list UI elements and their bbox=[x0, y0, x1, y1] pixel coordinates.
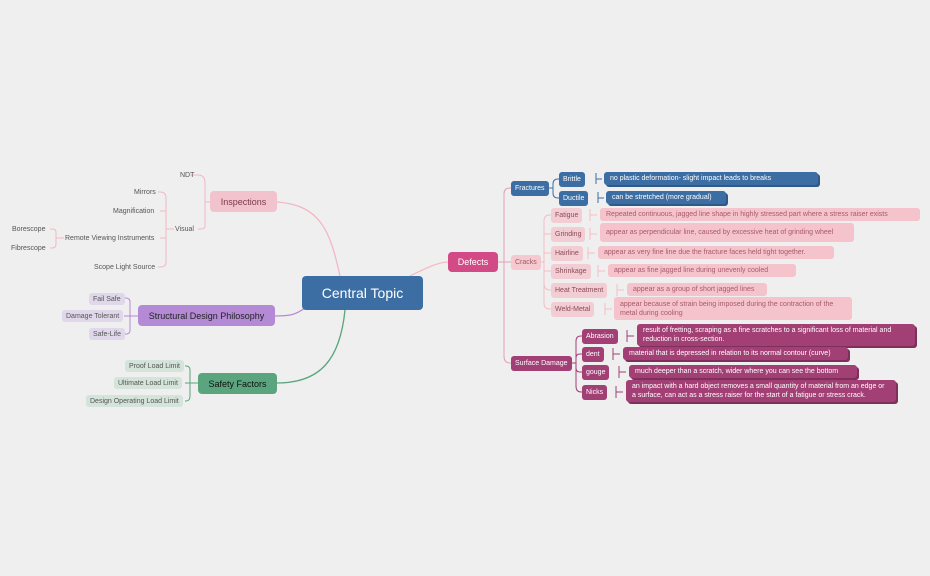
gouge-node[interactable]: gouge bbox=[582, 365, 610, 380]
fatigue-note[interactable]: Repeated continuous, jagged line shape i… bbox=[600, 208, 920, 221]
fractures-node[interactable]: Fractures bbox=[511, 181, 549, 196]
abrasion-note[interactable]: result of fretting, scraping as a fine s… bbox=[637, 324, 915, 346]
ultimate-load-node[interactable]: Ultimate Load Limit bbox=[114, 377, 182, 389]
dent-note[interactable]: material that is depressed in relation t… bbox=[623, 347, 848, 360]
hairline-node[interactable]: Hairline bbox=[551, 246, 583, 261]
safety-factors-node[interactable]: Safety Factors bbox=[198, 373, 277, 394]
brittle-note[interactable]: no plastic deformation- slight impact le… bbox=[604, 172, 818, 185]
abrasion-node[interactable]: Abrasion bbox=[582, 329, 618, 344]
ndt-node[interactable]: NDT bbox=[180, 171, 195, 179]
structural-design-node[interactable]: Structural Design Philosophy bbox=[138, 305, 275, 326]
shrinkage-node[interactable]: Shrinkage bbox=[551, 264, 591, 279]
ductile-node[interactable]: Ductile bbox=[559, 191, 589, 206]
ductile-note[interactable]: can be stretched (more gradual) bbox=[606, 191, 726, 204]
shrinkage-note[interactable]: appear as fine jagged line during uneven… bbox=[608, 264, 796, 277]
proof-load-node[interactable]: Proof Load Limit bbox=[125, 360, 184, 372]
design-operating-load-node[interactable]: Design Operating Load Limit bbox=[86, 395, 183, 407]
remote-viewing-node[interactable]: Remote Viewing Instruments bbox=[65, 234, 155, 242]
nicks-node[interactable]: Nicks bbox=[582, 385, 608, 400]
cracks-node[interactable]: Cracks bbox=[511, 255, 541, 270]
fibrescope-node[interactable]: Fibrescope bbox=[11, 244, 46, 252]
defects-node[interactable]: Defects bbox=[448, 252, 498, 272]
grinding-node[interactable]: Grinding bbox=[551, 227, 586, 242]
hairline-note[interactable]: appear as very fine line due the fractur… bbox=[598, 246, 834, 259]
damage-tolerant-node[interactable]: Damage Tolerant bbox=[62, 310, 124, 322]
brittle-node[interactable]: Brittle bbox=[559, 172, 585, 187]
magnification-node[interactable]: Magnification bbox=[113, 207, 155, 215]
borescope-node[interactable]: Borescope bbox=[12, 225, 46, 233]
mirrors-node[interactable]: Mirrors bbox=[134, 188, 156, 196]
grinding-note[interactable]: appear as perpendicular line, caused by … bbox=[600, 223, 854, 242]
central-topic[interactable]: Central Topic bbox=[302, 276, 423, 310]
gouge-note[interactable]: much deeper than a scratch, wider where … bbox=[629, 365, 857, 378]
visual-node[interactable]: Visual bbox=[175, 225, 194, 233]
weld-metal-node[interactable]: Weld-Metal bbox=[551, 302, 595, 317]
scope-light-source-node[interactable]: Scope Light Source bbox=[94, 263, 156, 271]
heat-treatment-node[interactable]: Heat Treatment bbox=[551, 283, 608, 298]
nicks-note[interactable]: an impact with a hard object removes a s… bbox=[626, 380, 896, 402]
surface-damage-node[interactable]: Surface Damage bbox=[511, 356, 572, 371]
inspections-node[interactable]: Inspections bbox=[210, 191, 277, 212]
weld-metal-note[interactable]: appear because of strain being imposed d… bbox=[614, 297, 852, 320]
fail-safe-node[interactable]: Fail Safe bbox=[89, 293, 125, 305]
fatigue-node[interactable]: Fatigue bbox=[551, 208, 583, 223]
dent-node[interactable]: dent bbox=[582, 347, 604, 362]
heat-treatment-note[interactable]: appear as a group of short jagged lines bbox=[627, 283, 767, 296]
safe-life-node[interactable]: Safe-Life bbox=[89, 328, 126, 340]
